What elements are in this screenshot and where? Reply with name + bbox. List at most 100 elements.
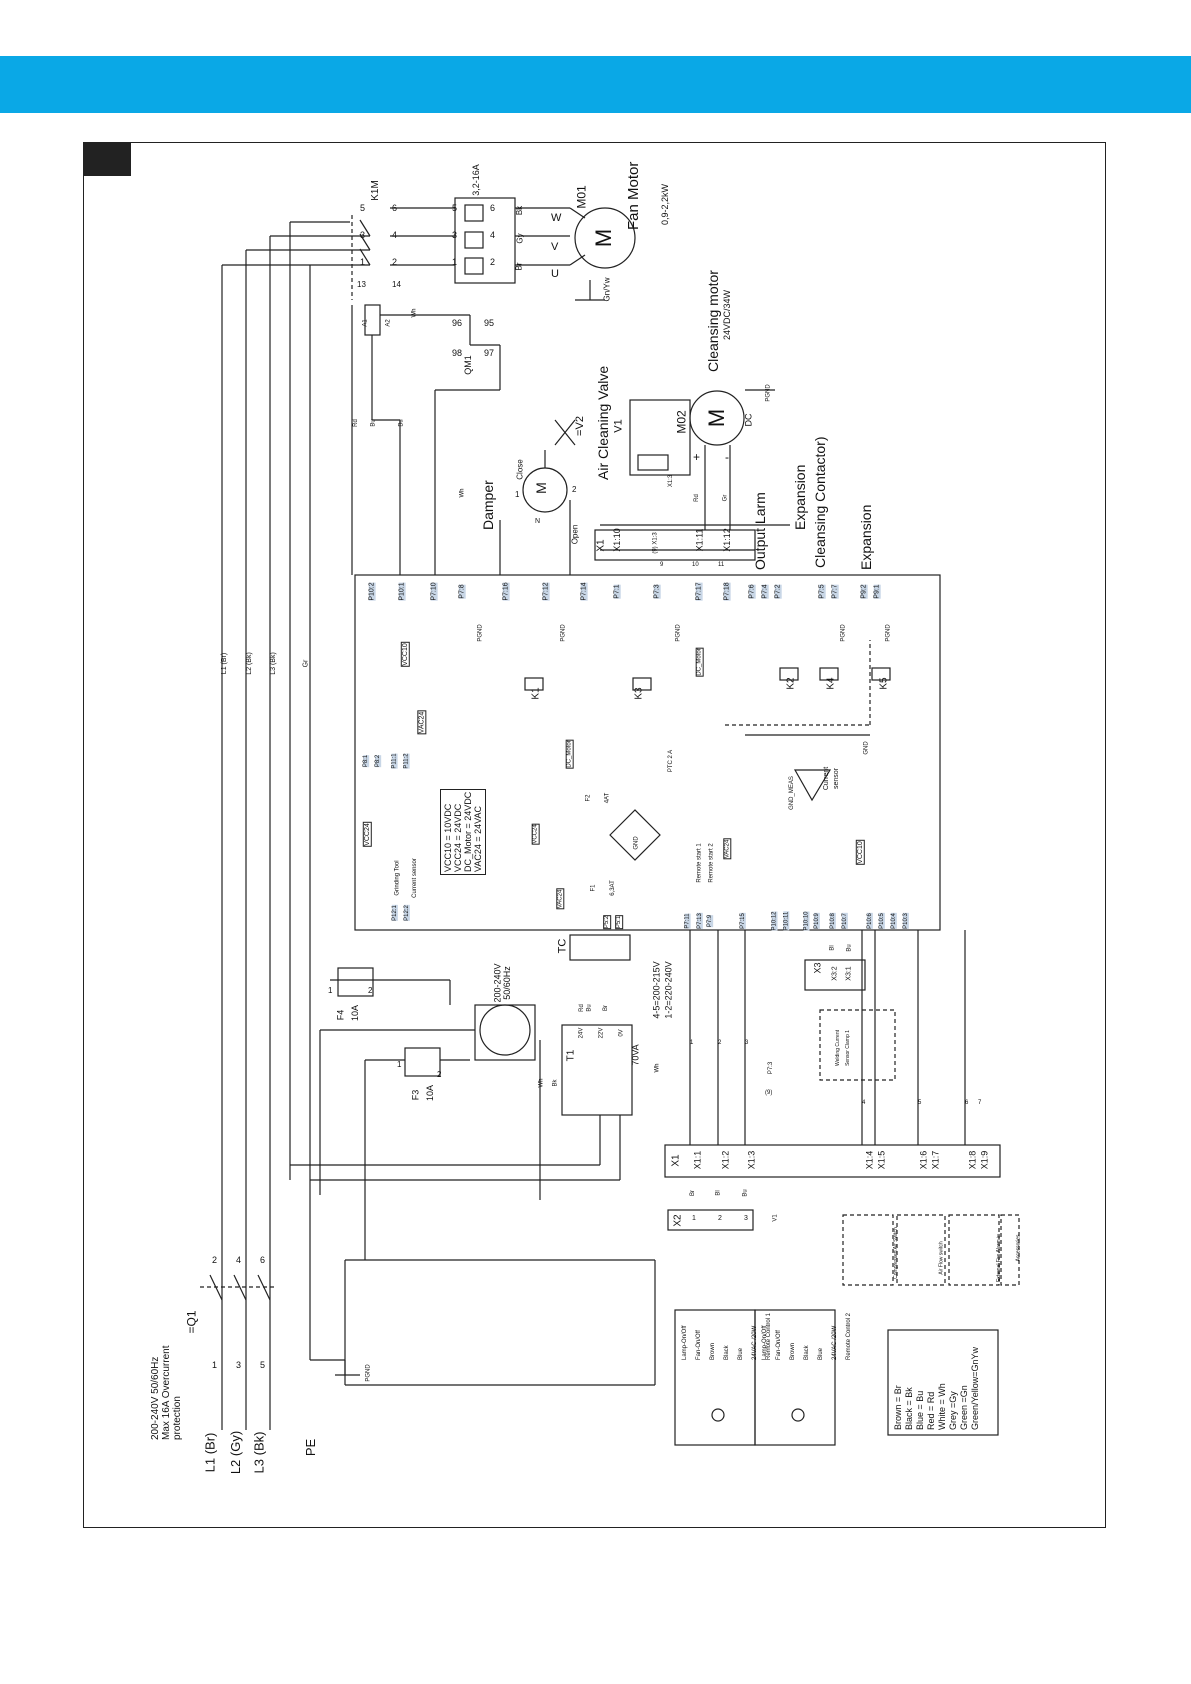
- supply-notes: VCC10 = 10VDC VCC24 = 24VDC DC_Motor = 2…: [440, 788, 486, 875]
- contactor-label: K1M: [369, 180, 381, 201]
- wire-letter: Rd: [352, 419, 359, 427]
- f4-rating: 10A: [350, 1004, 361, 1022]
- contactor-pin: 5: [360, 203, 366, 213]
- relay-label: K2: [785, 677, 797, 690]
- tc-label: TC: [556, 938, 569, 954]
- remote-label: Remote start 1: [696, 843, 703, 883]
- expansion-label: Expansion: [792, 464, 808, 530]
- fuse-f1-rating: 6,3AT: [609, 880, 616, 896]
- fuse-f1: F1: [590, 884, 597, 892]
- wire-num: 2: [718, 1040, 722, 1046]
- fan-motor-id: M01: [574, 185, 589, 209]
- wire-num: (9): [765, 1090, 773, 1096]
- bottom-tag: P10:6: [866, 913, 873, 929]
- remote-box-2: Lamp-On/Off Fan-On/Off Brown Black Blue …: [762, 1312, 852, 1360]
- fan-wire: Gy: [515, 233, 525, 244]
- wire-num: Wh: [654, 1063, 661, 1073]
- fan-motor-rating: 0,9-2,2kW: [660, 183, 670, 225]
- tag: P7:14: [580, 582, 588, 601]
- f3-pin: 2: [437, 1070, 442, 1079]
- pgnd-tag: PGND: [885, 624, 892, 642]
- wire-num: Bu: [586, 1004, 593, 1012]
- x2-terminal: 1: [692, 1215, 696, 1222]
- tag: P9:2: [860, 584, 868, 599]
- x1-lower-terminal: X1:9: [979, 1150, 990, 1170]
- t1-tap: 22V: [598, 1027, 605, 1039]
- f3-rating: 10A: [425, 1084, 436, 1102]
- coil-pin: A1: [362, 319, 369, 327]
- aux-wire: Wh: [411, 308, 418, 318]
- phase-l2: L2 (Gy): [228, 1430, 244, 1475]
- contactor-pin: 3: [360, 230, 366, 240]
- breaker-pin: 6: [260, 1255, 266, 1265]
- cleansing-contactor-label: Cleansing Contactor): [812, 436, 828, 568]
- accessory-label: Air Flow switch: [938, 1241, 945, 1275]
- wire-num: 4: [862, 1100, 866, 1106]
- t1-tap: 0V: [618, 1029, 625, 1037]
- sense-label: Current: [823, 766, 831, 791]
- x1-lower-terminal: X1:2: [720, 1150, 731, 1170]
- x1-terminal: X1:11: [694, 528, 705, 552]
- wire-num: Wh: [538, 1078, 545, 1088]
- accessory-label: Compressed Air Switch: [892, 1227, 899, 1279]
- bottom-tag: P10:10: [803, 911, 810, 931]
- inner-tag: DC_Motor: [695, 647, 704, 677]
- phase-l1: L1 (Br): [202, 1432, 218, 1473]
- tag: P7:10: [430, 582, 438, 601]
- tc-range: 1-2=220-240V: [663, 961, 674, 1019]
- pgnd-tag: PGND: [560, 624, 567, 642]
- x2-wire: Bl: [715, 1190, 722, 1196]
- wire-num: 1: [690, 1040, 694, 1046]
- contactor-pin: 1: [360, 257, 366, 267]
- wire-num: 7: [978, 1100, 982, 1106]
- bottom-tag: P7:9: [707, 914, 714, 928]
- tag: P7:8: [458, 584, 466, 599]
- ptc: PTC 2 A: [668, 749, 675, 773]
- pgnd-tag: PGND: [477, 624, 484, 642]
- tag: P7:18: [723, 582, 731, 601]
- x1-upper-label: X1: [595, 539, 607, 552]
- x1-lower-terminal: X1:6: [918, 1150, 929, 1170]
- fan-motor-symbol: M: [591, 228, 617, 248]
- accessory-label: External Fire Alarm in: [995, 1234, 1002, 1282]
- wire-tag: L3 (Bk): [269, 652, 277, 675]
- damper-symbol: M: [532, 482, 549, 494]
- t1-label: T1: [565, 1049, 577, 1062]
- overload-aux: 96: [452, 318, 463, 328]
- fan-terminal: U: [551, 268, 559, 280]
- t1-rating: 70VA: [630, 1044, 641, 1066]
- inner-tag: DC_Motor: [565, 739, 574, 769]
- tag: P7:7: [831, 584, 839, 599]
- fan-ground: Gn/Yw: [602, 277, 612, 302]
- breaker-pin: 5: [260, 1360, 266, 1370]
- sense-label: GND_MEAS: [788, 776, 795, 810]
- fan-wire: Br: [514, 262, 524, 271]
- breaker-pin: 3: [236, 1360, 242, 1370]
- x1-terminal: X1:12: [721, 528, 732, 552]
- socket-freq: 50/60Hz: [501, 966, 512, 1000]
- phase-l3: L3 (Bk): [251, 1431, 267, 1474]
- tc-range: 4-5=200-215V: [651, 961, 662, 1019]
- x1-lower-terminal: X1:7: [930, 1150, 941, 1170]
- pgnd-tag: PGND: [840, 624, 847, 642]
- x3-wire: Bu: [846, 944, 853, 952]
- wire-num: 3: [745, 1040, 749, 1046]
- cleansing-minus: -: [725, 450, 729, 464]
- wire-num: 6: [965, 1100, 969, 1106]
- cleansing-motor-rating: 24VDC/34W: [722, 289, 732, 340]
- x2-ref: V1: [772, 1214, 779, 1222]
- bottom-tag: P10:4: [890, 913, 897, 929]
- pgnd-tag: PGND: [675, 624, 682, 642]
- x1-lower-terminal: X1:8: [967, 1150, 978, 1170]
- tag: P10:2: [368, 582, 376, 601]
- x1-note: Rd: [693, 494, 700, 502]
- fan-motor-label: Fan Motor: [625, 161, 642, 230]
- bottom-tag: P10:3: [902, 913, 909, 929]
- color-legend: Brown = Br Black = Bk Blue = Bu Red = Rd…: [893, 1347, 980, 1430]
- f3-label: F3: [410, 1089, 421, 1101]
- x3-box-label: Sensor Clamp 1: [844, 1030, 851, 1066]
- contactor-pin: 6: [392, 203, 398, 213]
- x3-box-label: Welding Current: [835, 1029, 842, 1067]
- cleansing-plus: +: [693, 450, 701, 464]
